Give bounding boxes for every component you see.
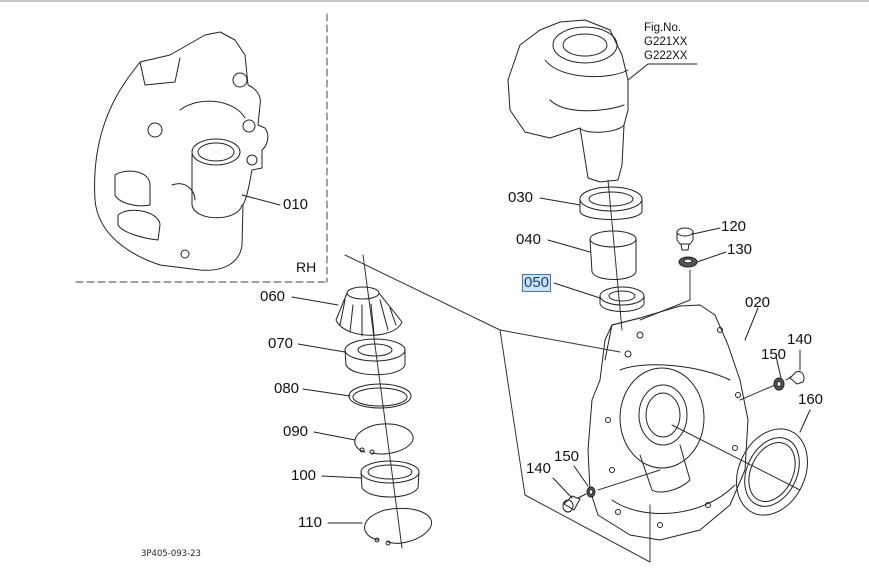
part-060-bevel-gear[interactable] bbox=[335, 286, 403, 337]
part-030-bearing[interactable] bbox=[579, 186, 643, 220]
part-090-snap-ring[interactable] bbox=[354, 423, 414, 455]
part-ref-090[interactable]: 090 bbox=[283, 423, 309, 440]
leader-060 bbox=[291, 296, 339, 306]
leader-160 bbox=[799, 409, 811, 433]
part-ref-150[interactable]: 150 bbox=[554, 448, 580, 465]
rh-inset-frame bbox=[75, 13, 328, 283]
leader-080 bbox=[302, 388, 351, 397]
leader-fig bbox=[627, 63, 649, 81]
leader-010 bbox=[241, 194, 281, 206]
fig-number: G221XX bbox=[644, 36, 688, 48]
part-130-gasket[interactable] bbox=[678, 256, 698, 268]
part-ref-040[interactable]: 040 bbox=[516, 231, 542, 248]
part-020-gear-case[interactable] bbox=[587, 304, 749, 541]
part-140-plug-right[interactable] bbox=[785, 371, 805, 385]
part-ref-070[interactable]: 070 bbox=[268, 335, 294, 352]
part-110-snap-ring[interactable] bbox=[364, 507, 433, 546]
part-160-oil-seal[interactable] bbox=[723, 417, 821, 526]
assembly-axes bbox=[344, 179, 801, 563]
part-010-housing[interactable] bbox=[94, 31, 269, 271]
part-140-plug-left[interactable] bbox=[562, 493, 587, 513]
part-ref-140[interactable]: 140 bbox=[787, 331, 813, 348]
leader-140-left bbox=[552, 477, 573, 499]
part-ref-010[interactable]: 010 bbox=[283, 196, 309, 213]
part-ref-140[interactable]: 140 bbox=[526, 460, 552, 477]
part-ref-110[interactable]: 110 bbox=[298, 514, 322, 531]
drawing-code: 3P405-093-23 bbox=[141, 549, 201, 559]
leader-130 bbox=[696, 251, 727, 263]
part-ref-100[interactable]: 100 bbox=[291, 467, 317, 484]
part-040-collar[interactable] bbox=[589, 230, 637, 280]
leader-120 bbox=[692, 227, 721, 235]
part-ref-080[interactable]: 080 bbox=[274, 380, 300, 397]
leader-050 bbox=[553, 282, 601, 299]
part-150-gasket-left[interactable] bbox=[586, 486, 596, 498]
part-100-oil-seal[interactable] bbox=[360, 460, 420, 498]
part-080-shim[interactable] bbox=[348, 383, 412, 409]
side-label: RH bbox=[296, 259, 317, 275]
part-ref-050-selected[interactable]: 050 bbox=[521, 274, 552, 292]
part-ref-020[interactable]: 020 bbox=[745, 294, 771, 311]
leader-070 bbox=[297, 343, 346, 353]
leader-100 bbox=[321, 475, 363, 479]
part-ref-030[interactable]: 030 bbox=[508, 189, 534, 206]
fig-no-label: Fig.No. bbox=[644, 22, 682, 34]
part-070-ball-bearing[interactable] bbox=[344, 338, 406, 376]
part-upper-housing bbox=[507, 19, 629, 183]
part-ref-120[interactable]: 120 bbox=[721, 218, 747, 235]
fig-number-block: Fig.No. G221XX G222XX bbox=[644, 21, 687, 63]
part-ref-160[interactable]: 160 bbox=[798, 391, 824, 408]
part-150-gasket-right[interactable] bbox=[773, 377, 785, 391]
part-ref-060[interactable]: 060 bbox=[260, 288, 286, 305]
part-ref-130[interactable]: 130 bbox=[727, 241, 753, 258]
part-120-plug[interactable] bbox=[676, 227, 694, 251]
leader-150-left bbox=[573, 465, 589, 487]
leader-020 bbox=[744, 307, 759, 341]
leader-090 bbox=[313, 431, 356, 441]
leader-040 bbox=[547, 239, 591, 253]
part-050-bearing[interactable] bbox=[599, 286, 645, 312]
leader-030 bbox=[539, 197, 581, 206]
leader-150-right bbox=[775, 355, 782, 379]
part-ref-150[interactable]: 150 bbox=[761, 346, 787, 363]
fig-number: G222XX bbox=[644, 50, 688, 62]
top-border bbox=[0, 0, 869, 2]
